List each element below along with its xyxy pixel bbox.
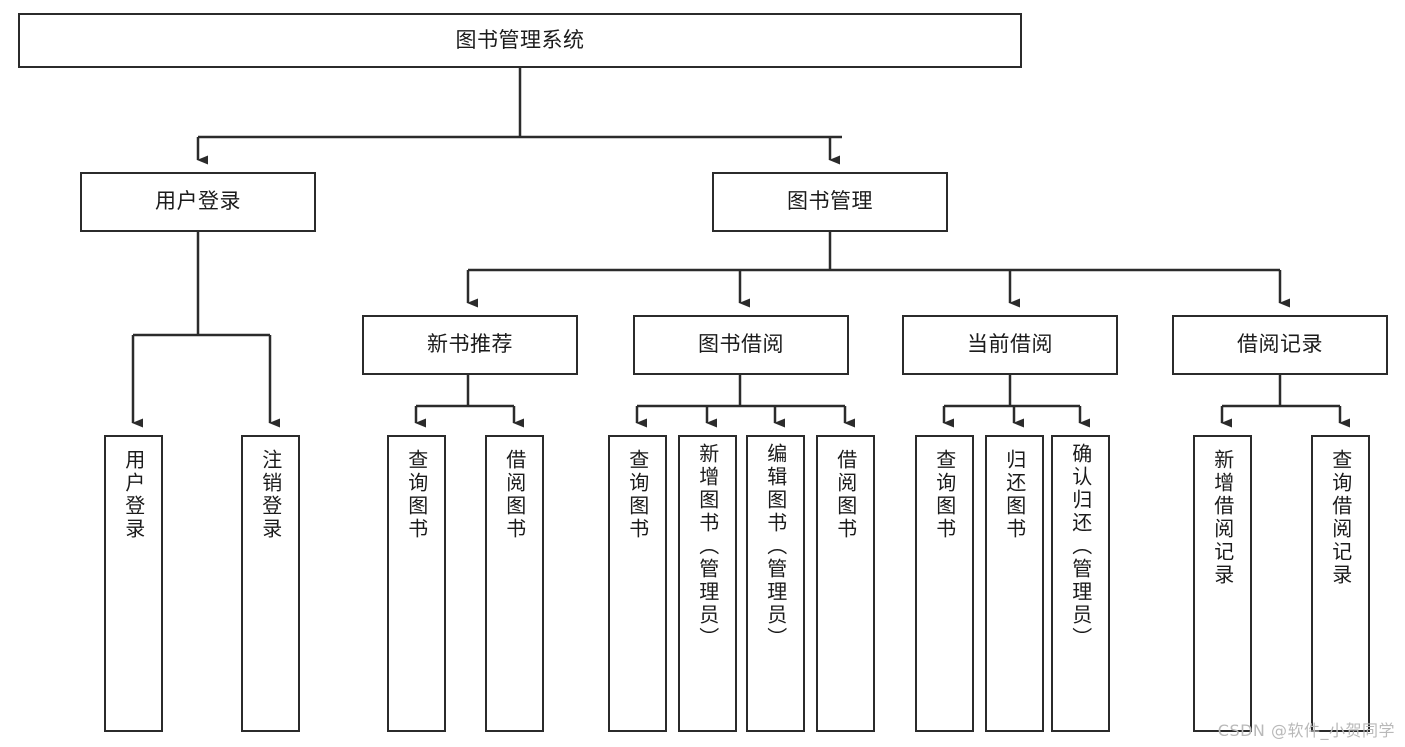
csdn-watermark: CSDN @软件_小贺同学 (1217, 721, 1395, 740)
node-label: 新增借阅记录 (1210, 449, 1235, 587)
node-leaf-user-login[interactable]: 用户登录 (104, 435, 163, 732)
node-label: 新书推荐 (427, 332, 513, 357)
node-label: 新增图书（管理员） (695, 443, 720, 650)
node-label: 查询图书 (625, 449, 650, 541)
node-book-management[interactable]: 图书管理 (712, 172, 948, 232)
node-label: 查询借阅记录 (1328, 449, 1353, 587)
node-label: 查询图书 (404, 449, 429, 541)
node-leaf-add-borrow-record[interactable]: 新增借阅记录 (1193, 435, 1252, 732)
node-leaf-user-logout[interactable]: 注销登录 (241, 435, 300, 732)
node-leaf-borrow-book-recommend[interactable]: 借阅图书 (485, 435, 544, 732)
node-label: 借阅图书 (833, 449, 858, 541)
node-root-book-management-system[interactable]: 图书管理系统 (18, 13, 1022, 68)
node-label: 用户登录 (121, 449, 146, 541)
node-leaf-query-book-borrow[interactable]: 查询图书 (608, 435, 667, 732)
node-book-borrow[interactable]: 图书借阅 (633, 315, 849, 375)
node-leaf-query-borrow-record[interactable]: 查询借阅记录 (1311, 435, 1370, 732)
node-leaf-confirm-return-admin[interactable]: 确认归还（管理员） (1051, 435, 1110, 732)
node-label: 图书管理 (787, 189, 873, 214)
node-leaf-query-book-current[interactable]: 查询图书 (915, 435, 974, 732)
node-label: 当前借阅 (967, 332, 1053, 357)
node-leaf-edit-book-admin[interactable]: 编辑图书（管理员） (746, 435, 805, 732)
node-leaf-add-book-admin[interactable]: 新增图书（管理员） (678, 435, 737, 732)
node-label: 借阅记录 (1237, 332, 1323, 357)
node-label: 编辑图书（管理员） (763, 443, 788, 650)
node-label: 图书借阅 (698, 332, 784, 357)
node-label: 确认归还（管理员） (1068, 443, 1093, 650)
node-leaf-return-book[interactable]: 归还图书 (985, 435, 1044, 732)
node-new-book-recommend[interactable]: 新书推荐 (362, 315, 578, 375)
node-leaf-query-book-recommend[interactable]: 查询图书 (387, 435, 446, 732)
node-label: 查询图书 (932, 449, 957, 541)
node-user-login[interactable]: 用户登录 (80, 172, 316, 232)
node-current-borrow[interactable]: 当前借阅 (902, 315, 1118, 375)
node-label: 借阅图书 (502, 449, 527, 541)
node-label: 归还图书 (1002, 449, 1027, 541)
node-label: 注销登录 (258, 449, 283, 541)
node-leaf-borrow-book[interactable]: 借阅图书 (816, 435, 875, 732)
node-borrow-record[interactable]: 借阅记录 (1172, 315, 1388, 375)
node-label: 图书管理系统 (455, 27, 585, 52)
node-label: 用户登录 (155, 189, 241, 214)
